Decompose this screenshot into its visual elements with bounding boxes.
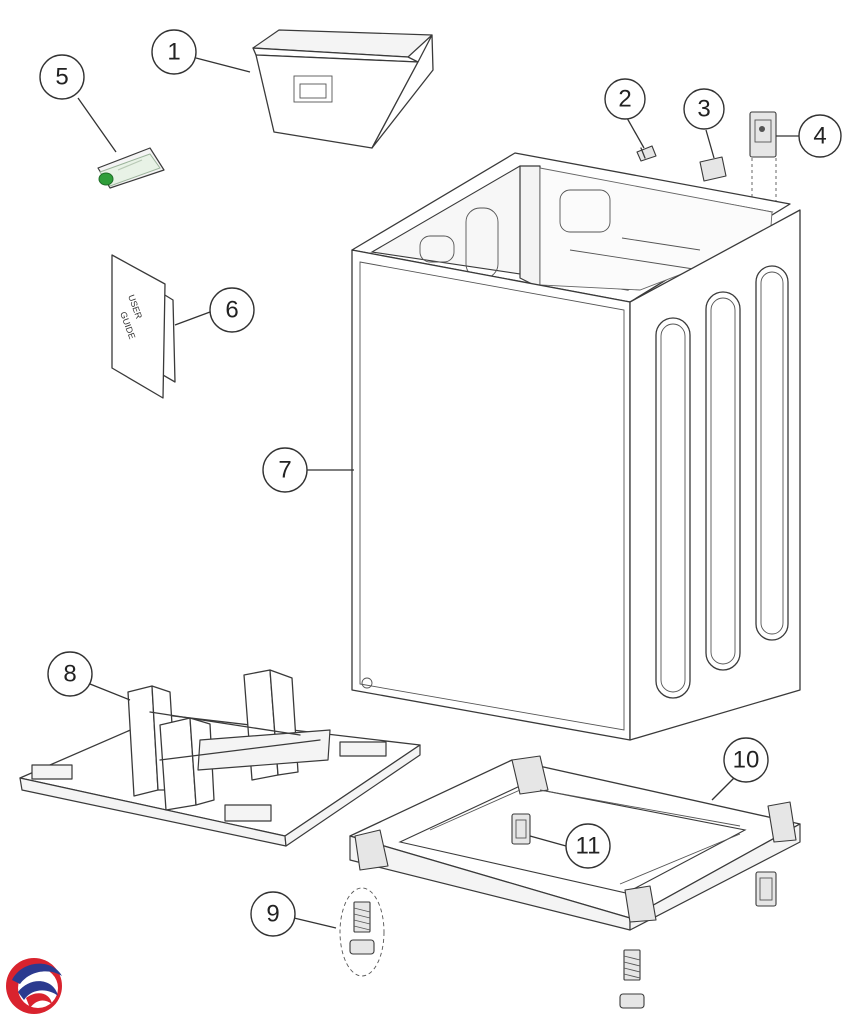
part-9-leveling-leg-installed — [619, 949, 645, 1009]
part-7-cabinet — [351, 152, 801, 741]
callout-5-label: 5 — [55, 64, 68, 91]
callout-3: 3 — [683, 88, 725, 130]
callout-8: 8 — [47, 651, 93, 697]
part-4-lid-switch — [749, 111, 777, 205]
callout-3-label: 3 — [697, 96, 710, 123]
callout-11: 11 — [565, 823, 611, 869]
part-9-leveling-leg-callout — [339, 887, 385, 977]
part-6-user-guide: USER GUIDE — [111, 254, 176, 399]
callout-6-label: 6 — [225, 297, 238, 324]
callout-1-label: 1 — [167, 39, 180, 66]
part-2-clip — [636, 145, 657, 162]
callout-9-label: 9 — [266, 901, 279, 928]
part-3-pad — [699, 156, 727, 182]
callout-11-label: 11 — [576, 833, 601, 860]
callout-10-label: 10 — [733, 747, 760, 774]
callout-6: 6 — [209, 287, 255, 333]
callout-7-label: 7 — [278, 457, 291, 484]
callout-2-label: 2 — [618, 86, 631, 113]
part-5-level-vial — [97, 147, 165, 189]
callout-8-label: 8 — [63, 661, 76, 688]
callout-1: 1 — [151, 29, 197, 75]
part-11-foot-pads — [511, 813, 777, 907]
part-8-shipping-base — [19, 669, 421, 847]
callout-2: 2 — [604, 78, 646, 120]
part-1-dispenser-drawer — [252, 29, 434, 149]
brand-logo — [6, 958, 62, 1014]
callout-4: 4 — [798, 114, 842, 158]
callout-5: 5 — [39, 54, 85, 100]
callout-10: 10 — [723, 737, 769, 783]
callout-4-label: 4 — [813, 123, 826, 150]
callout-9: 9 — [250, 891, 296, 937]
callout-7: 7 — [262, 447, 308, 493]
